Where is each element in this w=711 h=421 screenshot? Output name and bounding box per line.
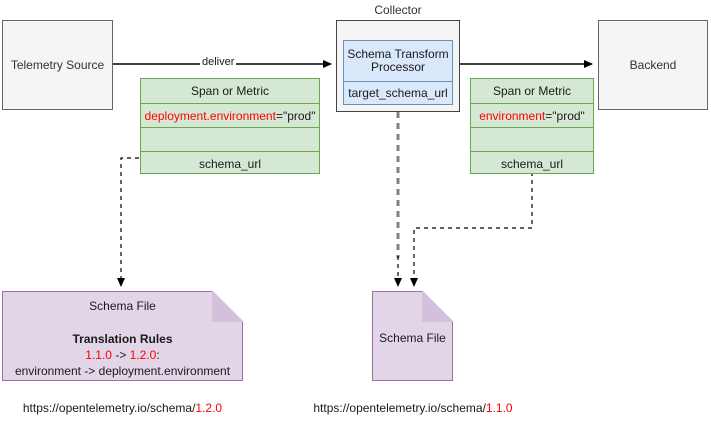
- backend-label: Backend: [629, 58, 677, 72]
- node-span-or-metric-incoming[interactable]: Span or Metric deployment.environment="p…: [140, 78, 320, 174]
- translation-rule-line: environment -> deployment.environment: [14, 364, 231, 379]
- collector-label: Collector: [374, 3, 422, 17]
- node-backend[interactable]: Backend: [598, 20, 708, 110]
- schema-file-right-url-version: 1.1.0: [485, 401, 513, 415]
- span-out-header: Span or Metric: [492, 84, 572, 98]
- schema-file-left-url-version: 1.2.0: [195, 401, 223, 415]
- span-out-attribute-value: ="prod": [545, 108, 585, 123]
- span-out-attribute-key: environment: [479, 108, 546, 123]
- span-out-attribute: environment="prod": [471, 103, 593, 127]
- version-to: 1.2.0: [129, 348, 157, 363]
- edge-span-out-schema-url-to-schema-file: [410, 172, 533, 287]
- schema-file-right-url-prefix: https://opentelemetry.io/schema/: [313, 401, 486, 415]
- span-in-attribute-value: ="prod": [275, 108, 316, 123]
- processor-title: Schema Transform Processor: [347, 46, 449, 74]
- node-telemetry-source[interactable]: Telemetry Source: [2, 20, 113, 110]
- schema-file-right-url: https://opentelemetry.io/schema/1.1.0: [302, 401, 524, 415]
- schema-file-left-rules: Translation Rules 1.1.0 -> 1.2.0: enviro…: [2, 331, 243, 380]
- span-out-schema-url: schema_url: [471, 151, 593, 175]
- translation-rules-version-line: 1.1.0 -> 1.2.0:: [2, 347, 243, 363]
- node-span-or-metric-outgoing[interactable]: Span or Metric environment="prod" schema…: [470, 78, 594, 174]
- node-schema-file-left[interactable]: Schema File Translation Rules 1.1.0 -> 1…: [2, 290, 244, 381]
- span-in-schema-url: schema_url: [141, 151, 319, 175]
- span-in-attribute: deployment.environment="prod": [141, 103, 319, 127]
- version-from: 1.1.0: [85, 348, 112, 363]
- version-colon: :: [156, 348, 160, 363]
- edge-label-deliver: deliver: [200, 56, 237, 68]
- schema-file-right-title: Schema File: [379, 331, 446, 345]
- translation-rules-heading: Translation Rules: [72, 332, 173, 346]
- version-arrow: ->: [111, 348, 130, 363]
- node-schema-file-right[interactable]: Schema File: [372, 290, 454, 381]
- schema-file-left-url-prefix: https://opentelemetry.io/schema/: [22, 401, 196, 415]
- processor-field-target-schema-url: target_schema_url: [344, 81, 452, 105]
- schema-file-left-body: [2, 291, 243, 381]
- schema-file-left-title: Schema File: [89, 299, 156, 313]
- schema-file-left-url: https://opentelemetry.io/schema/1.2.0: [2, 401, 243, 415]
- span-in-spacer: [141, 127, 319, 151]
- span-out-spacer: [471, 127, 593, 151]
- telemetry-source-label: Telemetry Source: [10, 58, 105, 72]
- span-in-attribute-key: deployment.environment: [144, 108, 276, 123]
- node-schema-transform-processor[interactable]: Schema Transform Processor target_schema…: [343, 40, 453, 105]
- edge-span-in-schema-url-to-schema-file: [117, 157, 139, 287]
- span-in-header: Span or Metric: [190, 84, 270, 98]
